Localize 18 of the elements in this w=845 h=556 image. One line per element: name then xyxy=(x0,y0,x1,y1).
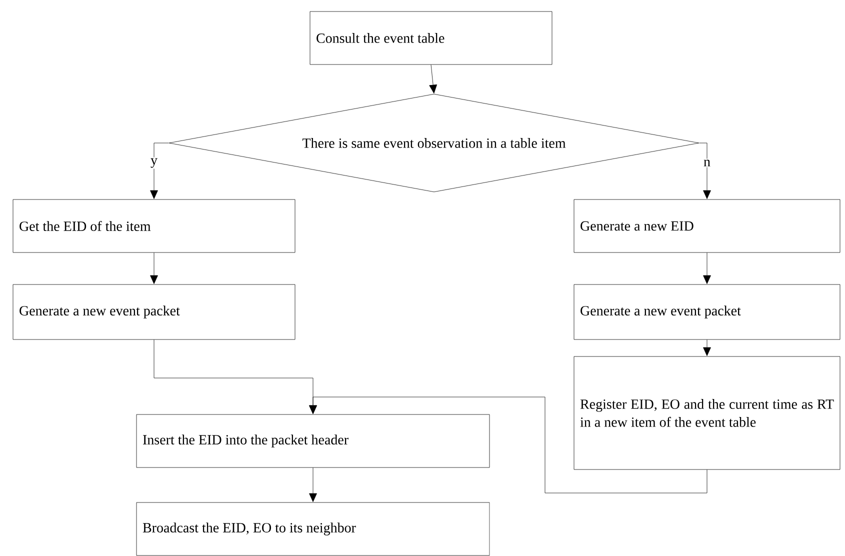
process-box: Broadcast the EID, EO to its neighbor xyxy=(136,502,490,556)
arrow xyxy=(429,64,438,94)
arrow xyxy=(309,396,708,494)
process-box: Insert the EID into the packet header xyxy=(136,414,490,468)
edge-label: y xyxy=(150,157,158,169)
arrow xyxy=(150,252,158,284)
arrow xyxy=(309,468,317,502)
process-box: Register EID, EO and the current time as RT in a new item of the event table xyxy=(574,356,840,470)
process-box: Generate a new EID xyxy=(574,199,840,253)
process-box: Consult the event table xyxy=(310,11,552,65)
process-box: Generate a new event packet xyxy=(12,284,296,340)
arrow xyxy=(150,142,169,199)
process-box: Generate a new event packet xyxy=(574,284,840,340)
process-box: Get the EID of the item xyxy=(12,199,296,253)
edge-label: n xyxy=(702,158,712,168)
arrow xyxy=(703,252,711,284)
arrow xyxy=(699,142,711,199)
arrow xyxy=(703,340,711,356)
